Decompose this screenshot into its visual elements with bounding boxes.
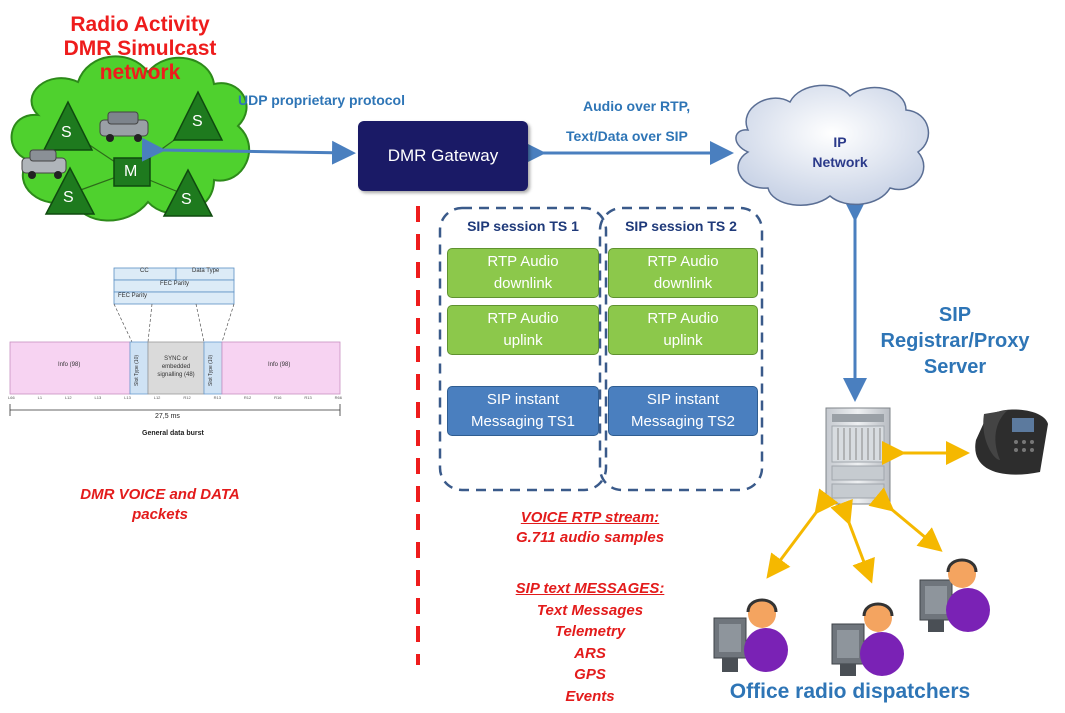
burst-tick: L13 [94,395,102,400]
voice-stream-line: VOICE RTP stream: [520,509,660,526]
network-title-line: network [99,61,181,84]
ip-network-label-line: IP [833,134,847,150]
site-label: S [63,189,74,206]
burst-sync: SYNC or embedded signalling (48) [150,355,202,379]
sip-message-item: GPS [574,666,606,683]
text-sip-label: Text/Data over SIP [566,128,688,144]
burst-tick: R16 [274,395,282,400]
site-label: S [192,113,203,130]
voice-stream-line: G.711 audio samples [515,529,665,546]
burst-tick: R12 [183,395,191,400]
burst-tick: L12 [64,395,72,400]
burst-sync-line: signalling (48) [157,372,195,378]
burst-tick: L1 [37,395,43,400]
rtp-audio-uplink-ts2: RTP Audio uplink [608,305,758,355]
burst-tick: L13 [124,395,131,400]
burst-tick: L12 [153,395,161,400]
box-label-line: SIP instant [486,391,560,408]
network-title-line: DMR Simulcast [63,37,217,60]
burst-info-right: Info (98) [268,362,291,368]
site-s-icon [162,168,214,217]
sip-message-item: Events [565,687,615,705]
dmr-network-cloud [10,55,250,222]
session-ts1-title: SIP session TS 1 [467,218,579,234]
sip-im-ts2: SIP instant Messaging TS2 [608,386,758,436]
sip-im-ts1: SIP instant Messaging TS1 [447,386,599,436]
box-label-line: uplink [663,332,703,349]
site-s-icon [42,100,94,151]
burst-tick: R66 [334,395,342,400]
burst-info-left: Info (98) [58,362,81,368]
vehicle-icon [99,111,149,142]
box-label-line: RTP Audio [487,310,559,327]
sip-server-label-line: Server [923,356,987,378]
box-label-line: Messaging TS2 [631,413,735,430]
burst-tick: R13 [213,395,221,400]
burst-data-type: Data Type [192,268,220,274]
burst-cc: CC [140,268,149,274]
sip-server-label: SIP Registrar/Proxy Server [855,302,1055,380]
dispatchers-label: Office radio dispatchers [729,680,971,703]
network-title: Radio Activity DMR Simulcast network [30,13,250,85]
session-ts1-frame [438,206,608,492]
box-label-line: RTP Audio [647,253,719,270]
box-label-line: downlink [653,275,713,292]
burst-tick: L66 [8,395,15,400]
burst-duration: 27,5 ms [155,413,180,420]
rtp-audio-downlink-ts2: RTP Audio downlink [608,248,758,298]
ip-network-label-line: Network [812,154,868,170]
sip-message-item: ARS [574,644,606,662]
data-burst-diagram [9,267,341,416]
dispatcher-icon [831,602,904,676]
box-label-line: RTP Audio [647,310,719,327]
audio-rtp-label: Audio over RTP, [583,98,691,114]
box-label-line: Messaging TS1 [471,413,575,430]
burst-fec2: FEC Parity [118,293,148,299]
burst-fec1: FEC Parity [160,281,190,287]
site-s-icon [44,166,96,215]
rtp-audio-uplink-ts1: RTP Audio uplink [447,305,599,355]
ip-network-cloud [735,84,930,207]
sip-message-item: Telemetry [554,623,626,640]
box-label-line: RTP Audio [487,253,559,270]
sip-messages-list: SIP text MESSAGES: Text Messages Telemet… [480,578,700,707]
network-title-line: Radio Activity [70,13,210,36]
burst-tick: R12 [243,395,252,400]
dmr-packets-caption: DMR VOICE and DATA packets [40,485,280,525]
ip-network-label: IP Network [790,132,890,172]
sip-server-icon [825,407,891,505]
vehicle-icon [21,149,67,179]
voice-stream-caption: VOICE RTP stream: G.711 audio samples [480,508,700,548]
burst-slot-type-left: Slot Type (10) [134,354,140,386]
burst-ticks: L66 L1 L12 L13 L13 L12 R12 R13 R12 R16 R… [8,395,342,400]
site-label: S [61,124,72,141]
udp-link-label: UDP proprietary protocol [238,92,405,108]
sip-server-label-line: Registrar/Proxy [880,330,1030,352]
box-label-line: downlink [493,275,553,292]
rtp-audio-downlink-ts1: RTP Audio downlink [447,248,599,298]
dmr-gateway-label: DMR Gateway [387,146,499,165]
sip-messages-heading: SIP text MESSAGES: [515,580,665,597]
burst-sync-line: SYNC or [164,356,188,362]
burst-caption: General data burst [142,430,204,437]
dispatcher-icon [919,558,990,632]
site-label: S [181,191,192,208]
box-label-line: SIP instant [646,391,720,408]
master-site-label: M [124,163,138,180]
sip-server-label-line: SIP [938,304,972,326]
dmr-gateway: DMR Gateway [358,121,528,191]
burst-slot-type-right: Slot Type (10) [208,354,214,386]
session-ts2-title: SIP session TS 2 [625,218,737,234]
burst-sync-line: embedded [161,364,191,370]
session-ts2-frame [598,206,764,492]
dmr-packets-line: packets [132,506,188,523]
desk-phone-icon [975,409,1048,475]
burst-tick: R13 [304,395,312,400]
sip-message-item: Text Messages [536,601,644,619]
dispatcher-icon [713,598,788,672]
box-label-line: uplink [503,332,543,349]
dmr-packets-line: DMR VOICE and DATA [80,486,240,503]
